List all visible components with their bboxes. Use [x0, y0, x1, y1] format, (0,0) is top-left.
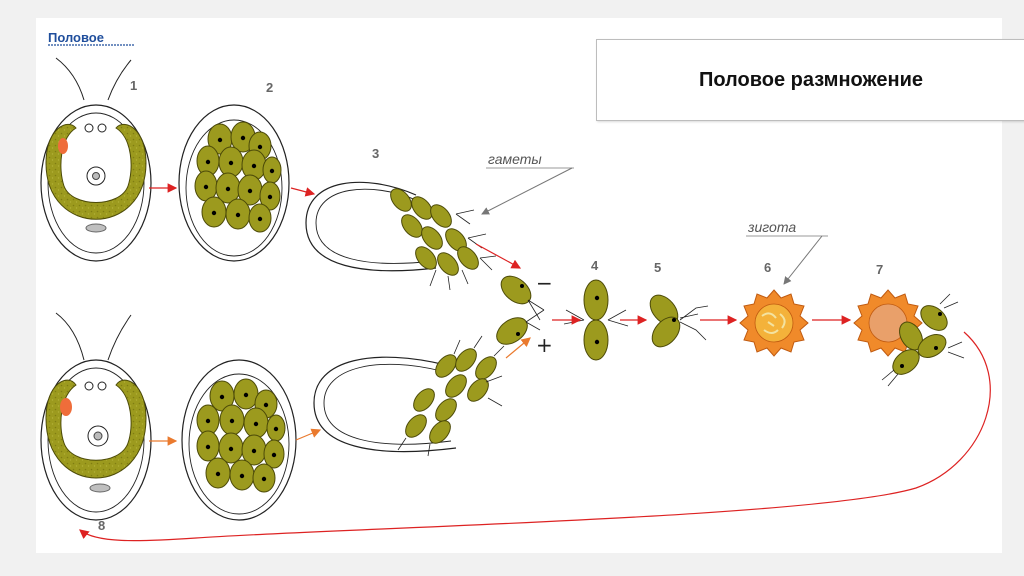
zygote-pointer — [784, 236, 822, 284]
stage-2-sporangium-bottom — [182, 360, 296, 520]
gametes-pointer — [482, 168, 572, 214]
stage-label-3: 3 — [372, 146, 379, 161]
minus-sign: − — [536, 271, 553, 295]
stage-6-zygote — [740, 290, 808, 356]
stage-label-8: 8 — [98, 518, 105, 533]
gametes-label: гаметы — [488, 151, 542, 167]
stage-5-planozygote — [645, 290, 708, 352]
stage-label-7: 7 — [876, 262, 883, 277]
slide: Половое — [36, 18, 1002, 553]
title-box: Половое размножение — [596, 39, 1024, 121]
stage-label-2: 2 — [266, 80, 273, 95]
stage-2-sporangium-top — [179, 105, 289, 261]
stage-label-1: 1 — [130, 78, 137, 93]
stage-7-germination — [854, 290, 964, 386]
arrow-2-3-top — [291, 188, 314, 194]
arrow-3-gamete — [476, 244, 520, 268]
plus-sign: + — [536, 333, 553, 357]
corner-label: Половое — [48, 30, 104, 45]
zygote-label: зигота — [747, 219, 796, 235]
stage-label-6: 6 — [764, 260, 771, 275]
slide-title: Половое размножение — [699, 69, 923, 92]
stage-1-cell-bottom — [41, 313, 151, 520]
stage-label-5: 5 — [654, 260, 661, 275]
arrow-2-3-bottom — [296, 430, 320, 440]
stage-3-release-top — [306, 182, 496, 290]
stage-label-4: 4 — [591, 258, 599, 273]
stage-3-release-bottom — [314, 336, 504, 456]
